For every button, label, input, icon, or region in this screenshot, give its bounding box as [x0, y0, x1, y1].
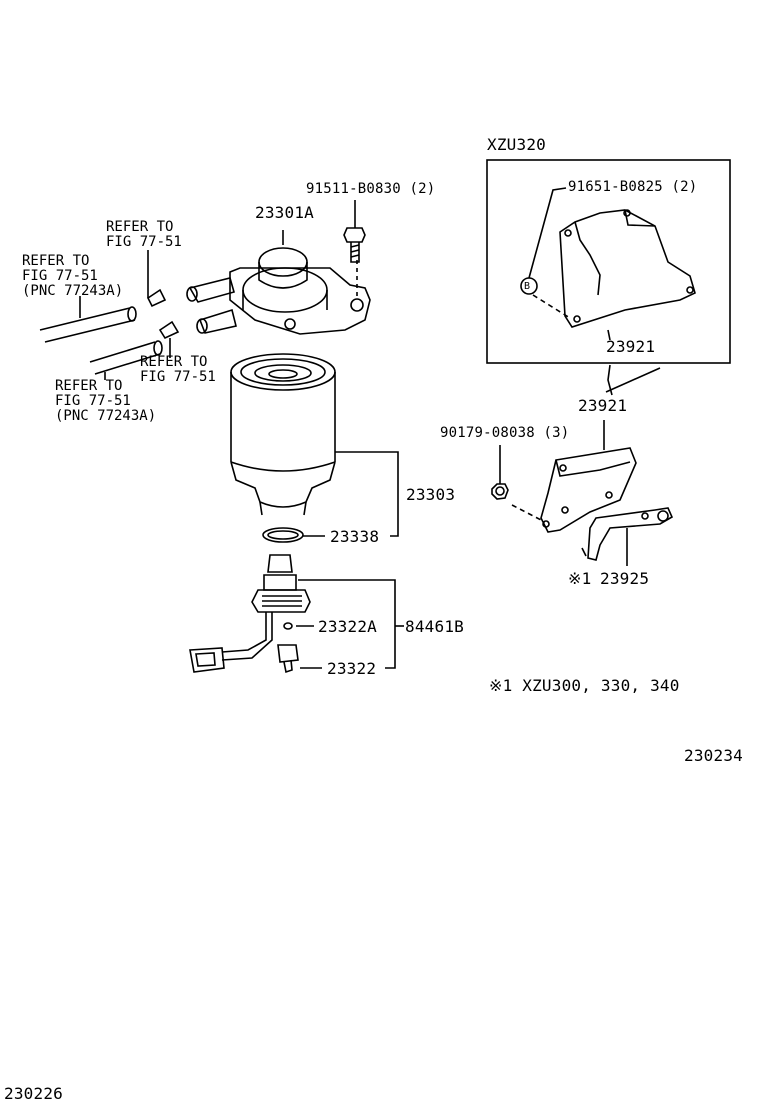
inset-bracket-drawing — [520, 187, 696, 341]
ref-top-line2: FIG 77-51 — [106, 234, 182, 250]
ref-mid-line2: FIG 77-51 — [140, 369, 216, 385]
head-bolt-drawing — [343, 200, 366, 263]
inset-frame — [486, 159, 731, 364]
stay-note-mark: ※1 — [568, 569, 592, 588]
inset-title: XZU320 — [487, 135, 546, 154]
illustration-code-right: 230234 — [684, 746, 743, 765]
inset-bolt-label: 91651-B0825 (2) — [568, 179, 698, 195]
hoses-drawing — [39, 250, 180, 380]
inset-bracket-label: 23921 — [606, 337, 656, 356]
o-ring-label: 23338 — [330, 527, 380, 546]
nut-label: 90179-08038 (3) — [440, 425, 570, 441]
marker-b-label: B — [524, 281, 531, 292]
nut-drawing — [491, 445, 509, 500]
applicability-note: ※1 XZU300, 330, 340 — [489, 676, 680, 695]
sensor-plug-label: 23322A — [318, 617, 377, 636]
ref-left-line2: FIG 77-51 — [22, 268, 98, 284]
o-ring-drawing — [262, 527, 325, 543]
stay-drawing — [581, 507, 674, 566]
ref-low-line1: REFER TO — [55, 378, 123, 394]
sensor-label: 23322 — [327, 659, 377, 678]
ref-left-line3: (PNC 77243A) — [22, 283, 124, 299]
ref-mid-line1: REFER TO — [140, 354, 208, 370]
main-bracket-drawing — [511, 420, 637, 533]
head-bolt-label: 91511-B0830 (2) — [306, 181, 436, 197]
ref-left-line1: REFER TO — [22, 253, 90, 269]
sensor-drawing — [189, 554, 404, 674]
filter-head-label: 23301A — [255, 203, 314, 222]
filter-element-label: 23303 — [406, 485, 456, 504]
ref-low-line2: FIG 77-51 — [55, 393, 131, 409]
ref-low-line3: (PNC 77243A) — [55, 408, 157, 424]
bracket-label: 23921 — [578, 396, 628, 415]
sensor-assy-label: 84461B — [405, 617, 464, 636]
stay-label: 23925 — [600, 569, 650, 588]
filter-head-drawing — [186, 230, 371, 335]
ref-top-line1: REFER TO — [106, 219, 174, 235]
illustration-code-bottom: 230226 — [4, 1084, 63, 1103]
filter-element-drawing — [230, 353, 399, 537]
